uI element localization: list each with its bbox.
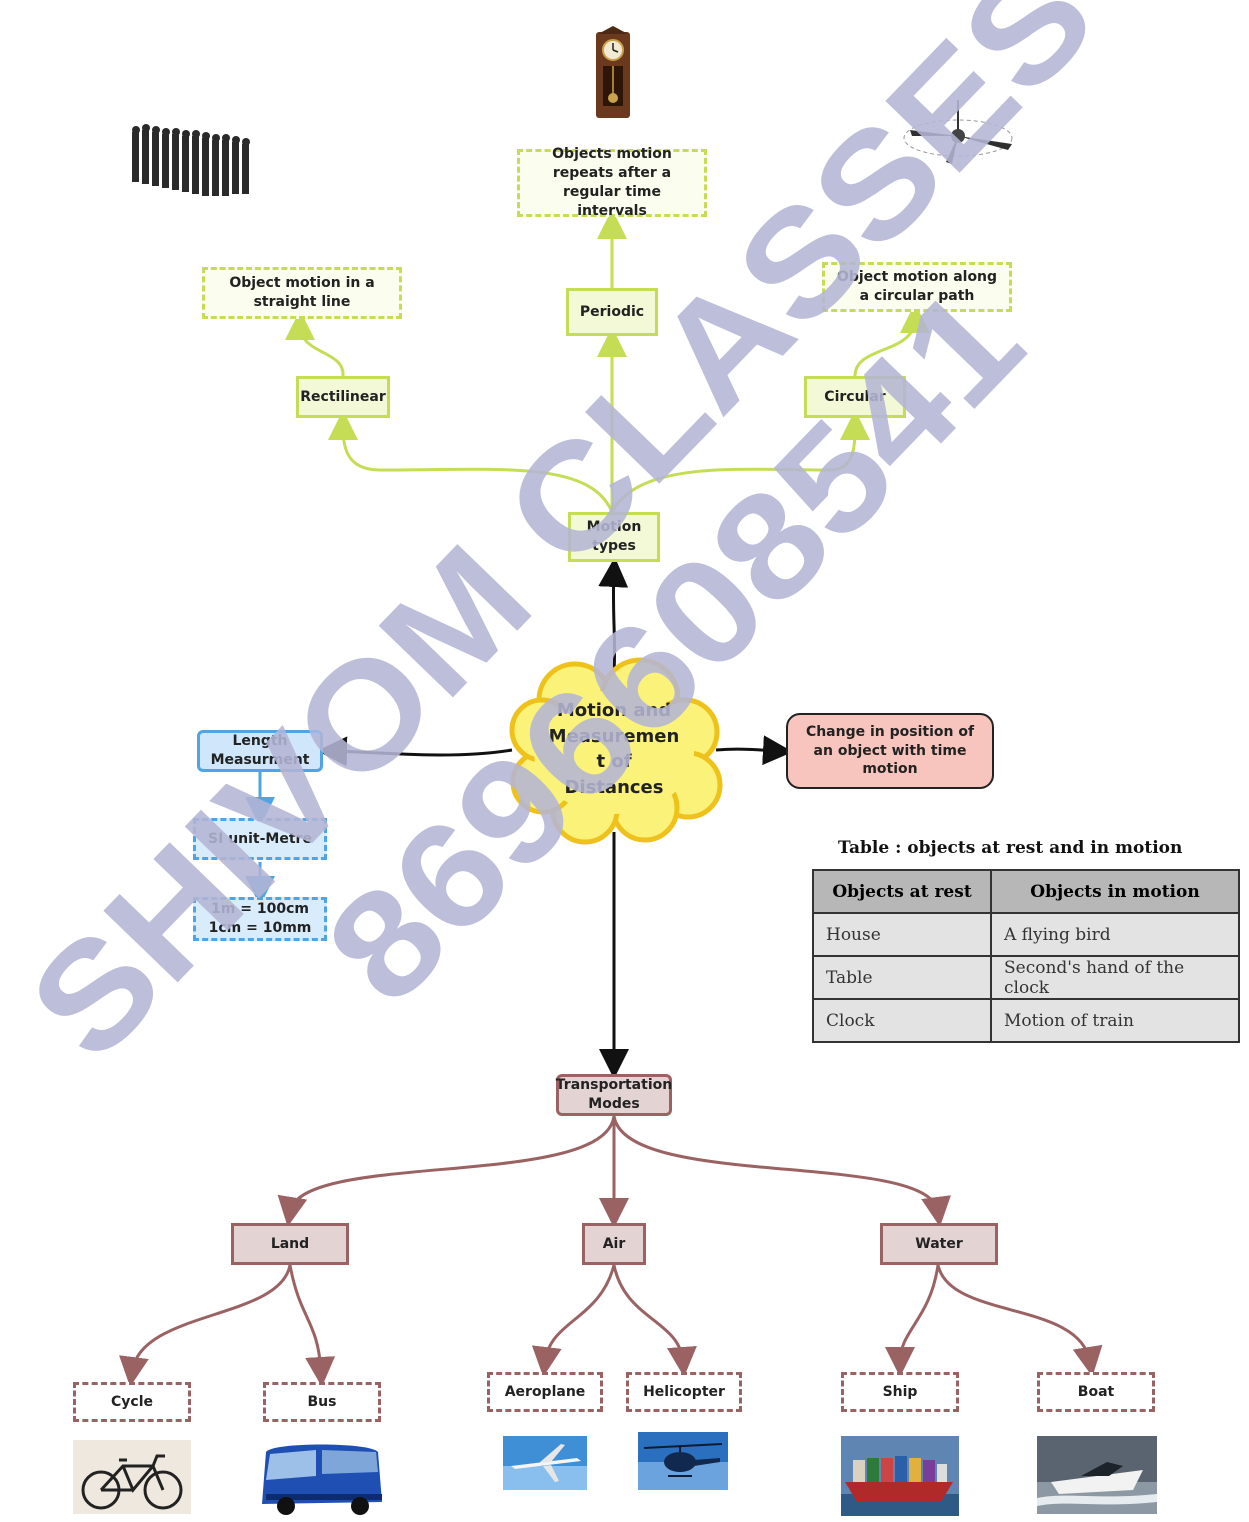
length-measurement-node: Length Measurment bbox=[197, 730, 323, 772]
bicycle-image bbox=[73, 1440, 191, 1514]
rectilinear-description: Object motion in a straight line bbox=[202, 267, 402, 319]
helicopter-node: Helicopter bbox=[626, 1372, 742, 1412]
marching-people-image bbox=[132, 124, 250, 196]
edge-water-ship bbox=[885, 1264, 940, 1377]
circular-description: Object motion along a circular path bbox=[822, 262, 1012, 312]
table-cell: Motion of train bbox=[990, 998, 1240, 1043]
periodic-description: Objects motion repeats after a regular t… bbox=[517, 146, 707, 219]
table-cell: Table bbox=[812, 955, 992, 1000]
bus-image bbox=[262, 1444, 382, 1515]
definition-node: Change in position of an object with tim… bbox=[786, 713, 994, 789]
conversion-line-2: 1cm = 10mm bbox=[208, 920, 312, 936]
center-topic: Motion and Measuremen t of Distances bbox=[548, 698, 680, 800]
center-line-2: Measuremen bbox=[548, 725, 680, 747]
table-cell: A flying bird bbox=[990, 912, 1240, 957]
transportation-modes-node: Transportation Modes bbox=[556, 1074, 672, 1116]
edge-air-helicopter bbox=[612, 1264, 697, 1377]
ship-node: Ship bbox=[841, 1372, 959, 1412]
water-node: Water bbox=[880, 1223, 998, 1265]
rectilinear-node: Rectilinear bbox=[296, 376, 390, 418]
cycle-node: Cycle bbox=[73, 1382, 191, 1422]
conversion-node: 1m = 100cm 1cm = 10mm bbox=[193, 897, 327, 941]
edge-types-circular bbox=[610, 410, 870, 513]
edge-air-aeroplane bbox=[531, 1264, 616, 1377]
edge-land-bus bbox=[288, 1264, 336, 1387]
si-unit-node: SI unit-Metre bbox=[193, 818, 327, 860]
edge-transport-land bbox=[277, 1115, 616, 1227]
cargo-ship-image bbox=[841, 1436, 959, 1516]
edge-center-length bbox=[317, 736, 513, 767]
helicopter-image bbox=[638, 1432, 728, 1490]
center-line-3: t of bbox=[596, 751, 632, 773]
table-cell: Second's hand of the clock bbox=[990, 955, 1240, 1000]
circular-node: Circular bbox=[804, 376, 906, 418]
aeroplane-node: Aeroplane bbox=[487, 1372, 603, 1412]
land-node: Land bbox=[231, 1223, 349, 1265]
table-header-row: Objects at rest Objects in motion bbox=[812, 869, 1240, 914]
edge-transport-water bbox=[612, 1115, 951, 1227]
bus-node: Bus bbox=[263, 1382, 381, 1422]
edge-land-cycle bbox=[119, 1264, 292, 1387]
header-objects-at-rest: Objects at rest bbox=[812, 869, 992, 914]
edge-water-boat bbox=[936, 1264, 1103, 1377]
edge-types-rectilinear bbox=[328, 410, 614, 513]
table-caption: Table : objects at rest and in motion bbox=[838, 838, 1183, 858]
center-line-1: Motion and bbox=[556, 700, 672, 721]
center-line-4: Distances bbox=[564, 776, 664, 798]
edge-circular-desc bbox=[853, 303, 930, 377]
edge-rectilinear-desc bbox=[285, 310, 345, 377]
periodic-node: Periodic bbox=[566, 288, 658, 336]
edge-center-types bbox=[598, 557, 629, 673]
aeroplane-image bbox=[503, 1436, 587, 1490]
air-node: Air bbox=[582, 1223, 646, 1265]
ceiling-fan-image bbox=[903, 100, 1013, 164]
edge-center-definition bbox=[715, 735, 793, 766]
header-objects-in-motion: Objects in motion bbox=[990, 869, 1240, 914]
motion-types-node: Motion types bbox=[568, 512, 660, 562]
boat-node: Boat bbox=[1037, 1372, 1155, 1412]
speedboat-image bbox=[1037, 1436, 1157, 1514]
table-cell: House bbox=[812, 912, 992, 957]
table-cell: Clock bbox=[812, 998, 992, 1043]
conversion-line-1: 1m = 100cm bbox=[211, 901, 309, 918]
pendulum-clock-image bbox=[596, 26, 630, 118]
